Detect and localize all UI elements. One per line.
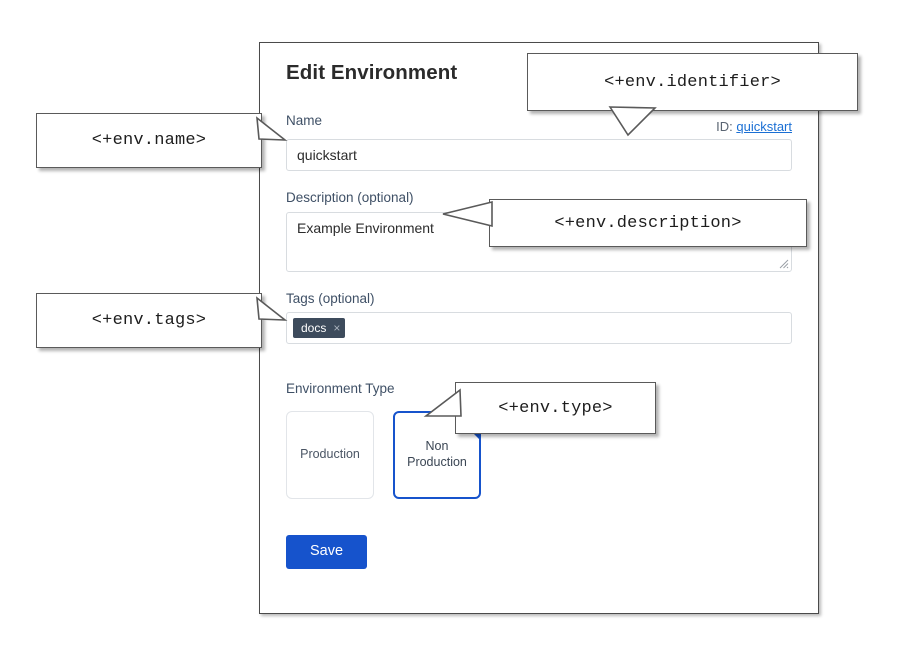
edit-environment-card: Edit Environment Name ID: quickstart Des… [259, 42, 819, 614]
callout-tail-identifier [608, 106, 657, 137]
callout-tail-name [256, 116, 288, 141]
name-id-row: Name ID: quickstart [286, 112, 792, 135]
non-production-label: Non Production [407, 439, 467, 470]
callout-env-identifier: <+env.identifier> [527, 53, 858, 111]
name-input[interactable] [286, 139, 792, 172]
tag-chip-label: docs [301, 321, 327, 336]
description-label: Description (optional) [286, 190, 414, 206]
id-label: ID: [716, 119, 733, 135]
name-label: Name [286, 112, 323, 128]
production-label: Production [300, 446, 360, 461]
environment-id: ID: quickstart [716, 119, 792, 134]
callout-tail-type [423, 388, 462, 417]
callout-env-tags: <+env.tags> [36, 293, 262, 348]
environment-type-option-production[interactable]: Production [286, 410, 374, 499]
environment-type-options: Production Non Production [286, 410, 792, 499]
save-button[interactable]: Save [286, 534, 368, 569]
environment-type-label: Environment Type [286, 381, 395, 397]
form-body: Edit Environment Name ID: quickstart Des… [286, 61, 792, 569]
callout-env-description: <+env.description> [489, 199, 807, 247]
tags-field-block: Tags (optional) docs × [286, 290, 792, 345]
non-production-label-line1: Non [425, 439, 449, 454]
callout-env-name: <+env.name> [36, 113, 262, 168]
callout-tail-description [442, 200, 493, 228]
callout-env-type: <+env.type> [455, 382, 656, 434]
page-title: Edit Environment [286, 61, 458, 84]
tags-label: Tags (optional) [286, 290, 375, 306]
callout-tail-tags [256, 296, 288, 321]
tag-chip[interactable]: docs × [293, 318, 346, 339]
tags-input[interactable]: docs × [286, 312, 792, 345]
non-production-label-line2: Production [407, 454, 467, 469]
tag-remove-icon[interactable]: × [333, 321, 341, 336]
environment-type-block: Environment Type Production Non Producti… [286, 344, 792, 499]
id-value-link[interactable]: quickstart [736, 119, 792, 135]
name-field-block [286, 139, 792, 172]
